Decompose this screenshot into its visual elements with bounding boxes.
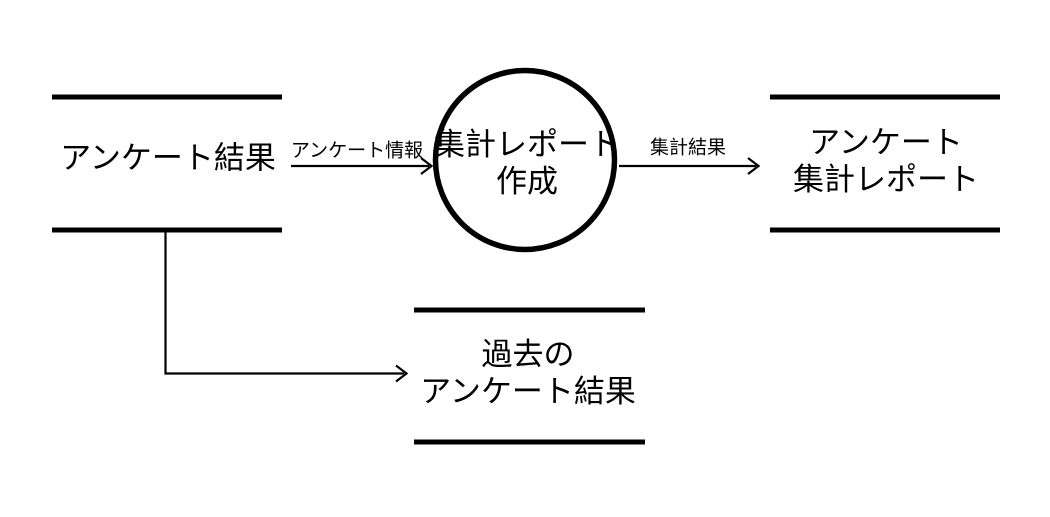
- past-results-arrow-head: [395, 364, 409, 383]
- create-report-process-label: 集計レポート 作成: [434, 127, 620, 199]
- past-results-arrow-line: [164, 231, 404, 375]
- summary-result-flow-label: 集計結果: [649, 137, 727, 159]
- past-results-arrow: [164, 231, 409, 383]
- past-survey-results-store-label: 過去の アンケート結果: [420, 337, 636, 409]
- survey-summary-report-store-shape: [770, 94, 1000, 233]
- survey-results-store-shape: [52, 94, 282, 233]
- create-report-process-circle: [432, 67, 618, 253]
- past-survey-results-store-shape: [414, 307, 645, 445]
- survey-info-arrow: [291, 157, 434, 175]
- survey-info-arrow-head: [420, 157, 434, 175]
- summary-result-arrow-head: [747, 157, 761, 175]
- survey-summary-report-store-label: アンケート 集計レポート: [793, 125, 979, 197]
- survey-info-flow-label: アンケート情報: [290, 140, 424, 162]
- summary-result-arrow: [619, 157, 761, 175]
- survey-results-store-label: アンケート結果: [60, 140, 276, 176]
